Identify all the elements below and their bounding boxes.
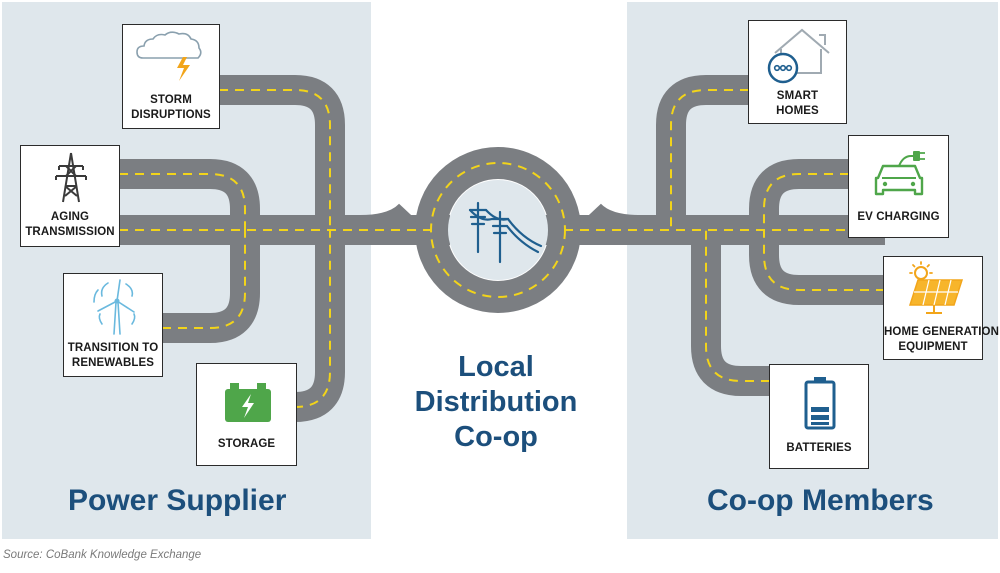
label-line-1: TRANSITION TO <box>67 342 159 354</box>
node-label: STORM DISRUPTIONS <box>123 93 219 123</box>
road-right-merge <box>579 203 641 245</box>
source-note: Source: CoBank Knowledge Exchange <box>3 549 202 561</box>
label-line-1: SMART <box>776 90 819 102</box>
node-label: AGING TRANSMISSION <box>21 210 119 240</box>
road-storage <box>280 230 345 422</box>
label-line-1: EV CHARGING <box>857 211 940 223</box>
label-line-1: AGING <box>50 211 90 223</box>
title-line-3: Co-op <box>454 421 538 453</box>
node-label: SMART HOMES <box>749 89 846 119</box>
local-distribution-coop-title: Local Distribution Co-op <box>390 350 602 455</box>
road-left-merge <box>359 203 421 245</box>
smart-home-icon <box>767 28 830 84</box>
label-line-2: TRANSMISSION <box>25 226 115 238</box>
label-line-2: HOMES <box>776 105 819 117</box>
node-batteries: BATTERIES <box>769 364 869 469</box>
label-line-2: RENEWABLES <box>71 357 155 369</box>
roundabout-center <box>448 180 548 280</box>
title-line-2: Distribution <box>414 386 578 418</box>
node-label: EV CHARGING <box>849 210 948 225</box>
node-ev-charging: EV CHARGING <box>848 135 949 238</box>
label-line-1: HOME GENERATION <box>884 326 1000 338</box>
node-transition-to-renewables: TRANSITION TO RENEWABLES <box>63 273 163 377</box>
label-line-1: STORAGE <box>217 438 276 450</box>
battery-level-icon <box>804 377 836 430</box>
label-line-1: BATTERIES <box>786 442 852 454</box>
node-label: BATTERIES <box>770 441 868 456</box>
storm-cloud-icon <box>136 31 202 81</box>
wind-turbine-icon <box>93 279 136 335</box>
title-line-1: Local <box>458 351 534 383</box>
node-label: TRANSITION TO RENEWABLES <box>64 341 162 371</box>
label-line-2: DISRUPTIONS <box>131 109 211 121</box>
node-aging-transmission: AGING TRANSMISSION <box>20 145 120 247</box>
solar-panel-icon <box>908 261 964 314</box>
node-label: HOME GENERATION EQUIPMENT <box>884 325 1000 355</box>
node-smart-homes: SMART HOMES <box>748 20 847 124</box>
ev-charging-icon <box>874 151 925 196</box>
node-storage: STORAGE <box>196 363 297 466</box>
battery-charge-icon <box>225 383 271 422</box>
road-smart <box>656 75 749 230</box>
transmission-tower-icon <box>55 152 87 203</box>
node-home-generation-equipment: HOME GENERATION EQUIPMENT <box>883 256 1000 360</box>
node-label: STORAGE <box>197 437 296 452</box>
node-storm-disruptions: STORM DISRUPTIONS <box>122 24 220 129</box>
coop-members-title: Co-op Members <box>707 484 934 517</box>
power-supplier-title: Power Supplier <box>68 484 287 517</box>
label-line-1: STORM <box>150 94 192 106</box>
label-line-2: EQUIPMENT <box>898 341 968 353</box>
power-poles-icon <box>468 201 543 264</box>
